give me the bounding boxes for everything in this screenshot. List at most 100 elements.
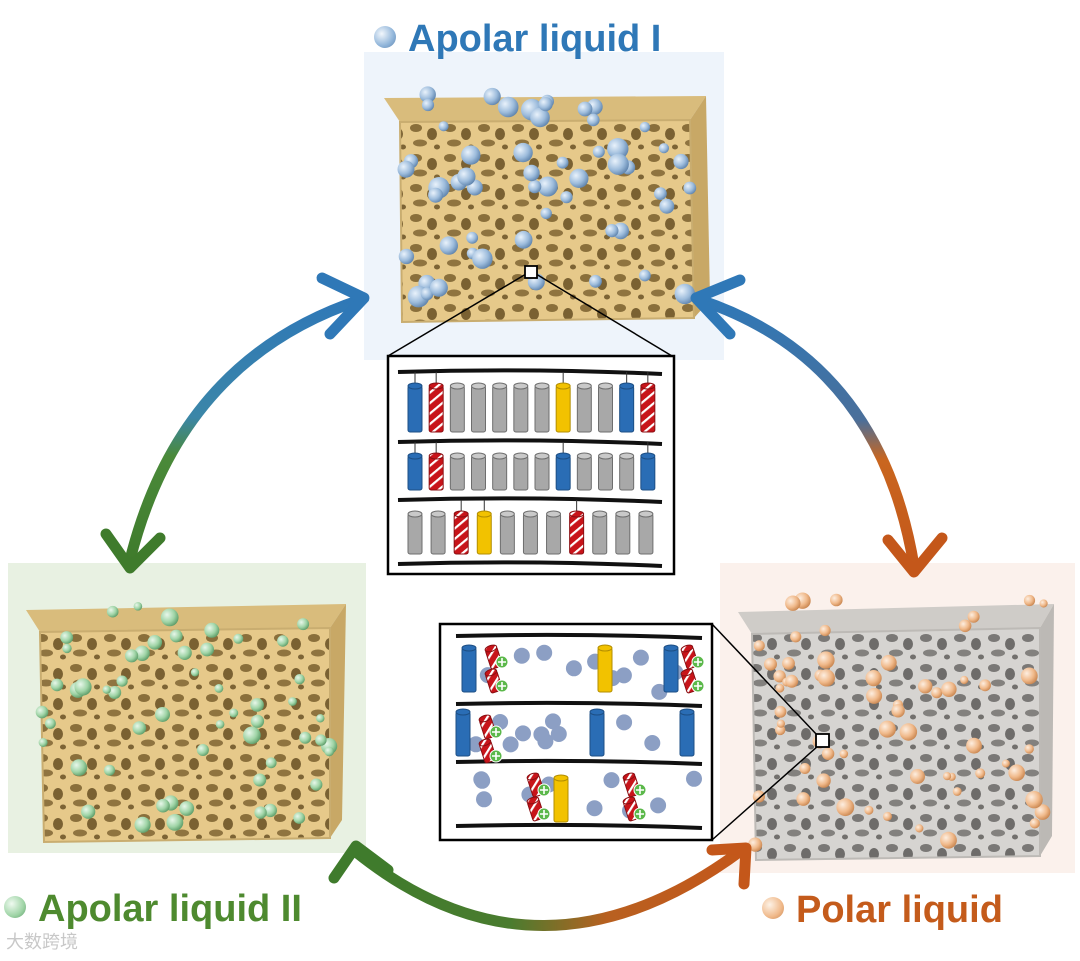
helix-rod — [546, 510, 562, 555]
helix-rod — [640, 382, 656, 433]
droplet — [200, 642, 215, 657]
ion — [473, 771, 490, 788]
droplet — [866, 687, 883, 704]
droplet — [883, 811, 892, 821]
droplet — [277, 635, 289, 647]
droplet — [683, 181, 697, 195]
droplet — [288, 697, 297, 706]
droplet — [918, 679, 933, 694]
droplet — [253, 773, 267, 787]
zoom-marker-top — [524, 265, 538, 279]
droplet — [1024, 744, 1034, 754]
droplet — [940, 831, 957, 849]
droplet — [560, 191, 573, 204]
label-apolar-liquid-2: Apolar liquid II — [4, 888, 302, 931]
helix-rod — [555, 382, 571, 433]
droplet — [299, 731, 312, 744]
plus-icon — [489, 749, 503, 763]
ion — [515, 725, 531, 742]
helix-rod — [428, 382, 444, 433]
droplets-polar — [748, 592, 1051, 852]
droplet — [773, 670, 786, 683]
droplet — [513, 142, 533, 163]
droplet — [294, 674, 305, 685]
droplet — [577, 101, 593, 117]
droplet — [764, 657, 777, 671]
green-droplet-icon — [4, 895, 26, 918]
droplet — [658, 143, 670, 154]
droplet — [428, 187, 444, 203]
ion — [545, 713, 561, 730]
ion — [632, 649, 649, 666]
droplet — [587, 113, 600, 127]
droplet — [38, 738, 48, 747]
droplet — [967, 610, 980, 623]
droplet — [673, 153, 689, 170]
helix-rod — [663, 644, 679, 693]
watermark: 大数跨境 — [6, 932, 78, 953]
droplet — [132, 721, 147, 735]
plus-icon — [633, 783, 647, 797]
helix-rod — [492, 382, 508, 433]
helix-rod — [589, 708, 605, 757]
helix-rod — [534, 382, 550, 433]
helix-rod — [522, 510, 538, 555]
helix-rod — [619, 452, 635, 491]
orange-droplet-icon — [762, 896, 784, 919]
droplet — [166, 814, 184, 831]
droplet — [878, 720, 896, 738]
droplet — [62, 643, 72, 654]
droplet — [243, 726, 261, 745]
ion — [513, 647, 530, 664]
zoom-connector-right — [711, 623, 830, 841]
zoom-connector-top — [387, 265, 673, 357]
droplet — [134, 816, 151, 833]
droplet — [659, 198, 675, 214]
helix-rod — [449, 452, 465, 491]
droplet — [116, 675, 128, 687]
droplet — [1001, 759, 1010, 768]
ion — [550, 726, 567, 742]
plus-icon — [633, 807, 647, 821]
helix-rod — [553, 774, 569, 823]
droplet — [865, 670, 882, 687]
helix-rod — [476, 510, 492, 555]
droplet — [160, 608, 179, 627]
droplet — [748, 837, 763, 852]
droplet — [753, 640, 765, 652]
droplet — [979, 679, 991, 692]
droplet — [250, 714, 265, 728]
droplet — [1039, 599, 1048, 608]
droplet — [1023, 594, 1036, 607]
ion — [586, 800, 603, 817]
droplet — [179, 801, 195, 816]
droplet — [316, 714, 325, 723]
droplet — [102, 685, 111, 694]
helix-rod — [407, 452, 423, 491]
plus-icon — [537, 783, 551, 797]
helix-rod — [640, 452, 656, 491]
porous-cube-apolar-2 — [26, 604, 346, 844]
droplet — [1008, 764, 1025, 781]
droplet — [104, 764, 115, 776]
droplet — [785, 674, 799, 688]
droplet — [592, 145, 605, 158]
droplet — [528, 180, 542, 194]
droplet — [864, 805, 874, 815]
droplet — [975, 768, 986, 779]
plus-icon — [537, 807, 551, 821]
droplet — [537, 176, 558, 197]
helix-rod — [598, 452, 613, 491]
ion — [616, 714, 633, 731]
ion — [644, 735, 661, 751]
droplet — [819, 624, 831, 637]
ion — [533, 726, 550, 743]
droplet — [169, 629, 183, 643]
helix-rod — [592, 510, 608, 555]
droplet — [774, 705, 787, 718]
droplet — [196, 744, 209, 756]
droplet — [960, 675, 969, 685]
helix-rod — [638, 510, 654, 555]
droplet — [966, 737, 982, 754]
